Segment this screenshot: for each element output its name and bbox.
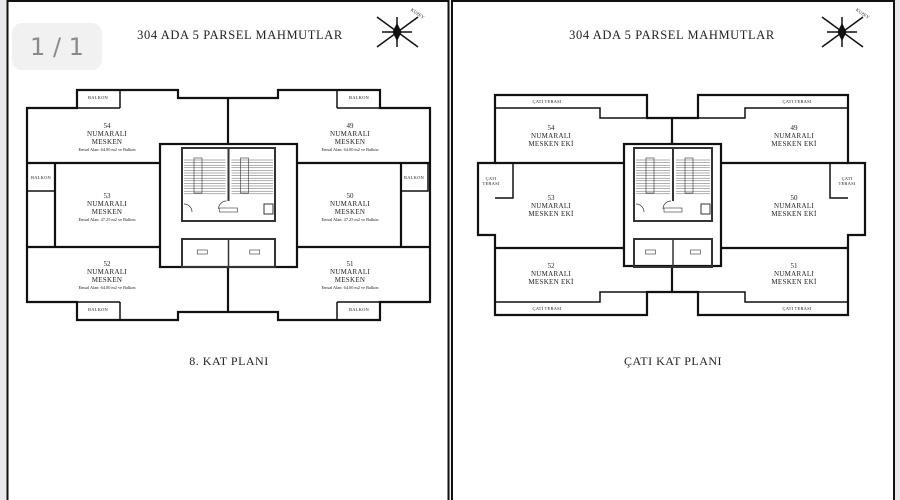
stair-core-line (645, 157, 655, 194)
viewer-background-left (0, 0, 7, 500)
page-divider (449, 0, 452, 500)
stair-core-line (700, 203, 711, 215)
unit-label: NUMARALI (773, 270, 815, 278)
stair-core-line (193, 157, 203, 194)
unit-label: NUMARALI (86, 130, 128, 138)
unit-label: NUMARALI (329, 130, 371, 138)
unit-area: Emsal Alan: 47.25 m2 ve Balkon (321, 217, 379, 222)
sheet-title: 304 ADA 5 PARSEL MAHMUTLAR (569, 28, 775, 42)
unit-number: 49 (790, 124, 798, 132)
stair-core-line (635, 203, 645, 213)
sheet-title: 304 ADA 5 PARSEL MAHMUTLAR (137, 28, 343, 42)
unit-label: MESKEN EKİ (771, 278, 817, 286)
stair-core-line (196, 249, 208, 255)
unit-label: NUMARALI (773, 202, 815, 210)
unit-label: NUMARALI (773, 132, 815, 140)
unit-number: 52 (103, 260, 111, 268)
roof-terrace-label: ÇATI TERASI (532, 306, 562, 311)
balcony-label: BALKON (88, 95, 108, 100)
stair-core-line (218, 200, 227, 210)
stair-core-line (240, 157, 249, 194)
unit-label: MESKEN (91, 208, 123, 216)
right-sheet-border (451, 0, 895, 500)
unit-area: Emsal Alan: 64.00 m2 ve Balkon (321, 147, 379, 152)
stair-core-line (219, 207, 238, 213)
unit-number: 52 (547, 262, 555, 270)
page-indicator: 1 / 1 (12, 23, 102, 70)
unit-label: NUMARALI (86, 268, 128, 276)
unit-label: NUMARALI (86, 200, 128, 208)
unit-number: 54 (103, 122, 111, 130)
north-arrow-icon-right (821, 16, 864, 48)
stair-core-line (645, 249, 656, 255)
roof-terrace-label: ÇATI TERASI (532, 99, 562, 104)
unit-label: MESKEN EKİ (528, 210, 574, 218)
unit-label: NUMARALI (530, 202, 572, 210)
unit-number: 50 (346, 192, 354, 200)
north-arrow-icon-left (376, 16, 419, 48)
roof-terrace-label: TERASI (838, 181, 856, 186)
unit-label: MESKEN (334, 138, 366, 146)
stair-core-line (249, 249, 261, 255)
roof-terrace-label: TERASI (482, 181, 500, 186)
unit-number: 51 (346, 260, 354, 268)
stair-core-line (662, 200, 672, 210)
unit-area: Emsal Alan: 64.00 m2 ve Balkon (78, 147, 136, 152)
unit-label: NUMARALI (530, 132, 572, 140)
unit-number: 54 (547, 124, 555, 132)
unit-area: Emsal Alan: 47.25 m2 ve Balkon (78, 217, 136, 222)
roof-terrace-label: ÇATI TERASI (782, 306, 812, 311)
kat-8-stair-core (181, 147, 276, 268)
plan-caption: 8. KAT PLANI (189, 354, 269, 368)
unit-area: Emsal Alan: 64.00 m2 ve Balkon (78, 285, 136, 290)
unit-label: MESKEN EKİ (528, 140, 574, 148)
unit-label: MESKEN (334, 208, 366, 216)
unit-label: NUMARALI (530, 270, 572, 278)
stair-core-line (663, 207, 683, 213)
unit-number: 51 (790, 262, 798, 270)
balcony-label: BALKON (31, 175, 51, 180)
viewer-background-right (894, 0, 900, 500)
balcony-label: BALKON (349, 307, 369, 312)
unit-number: 50 (790, 194, 798, 202)
balcony-label: BALKON (88, 307, 108, 312)
unit-number: 53 (103, 192, 111, 200)
balcony-label: BALKON (404, 175, 424, 180)
unit-label: NUMARALI (329, 200, 371, 208)
unit-label: NUMARALI (329, 268, 371, 276)
stair-core-line (684, 157, 694, 194)
stair-core-line (690, 249, 701, 255)
plan-caption: ÇATI KAT PLANI (623, 354, 723, 368)
cati-stair-core (633, 147, 713, 268)
unit-label: MESKEN (91, 138, 123, 146)
unit-label: MESKEN EKİ (771, 140, 817, 148)
roof-terrace-label: ÇATI (485, 176, 497, 181)
roof-terrace-label: ÇATI TERASI (782, 99, 812, 104)
unit-label: MESKEN EKİ (771, 210, 817, 218)
unit-number: 53 (547, 194, 555, 202)
kat-8-plan (25, 88, 432, 322)
unit-number: 49 (346, 122, 354, 130)
stair-core-line (263, 203, 274, 215)
left-sheet-border (6, 0, 450, 500)
unit-label: MESKEN EKİ (528, 278, 574, 286)
kat-8-outline (25, 88, 432, 322)
stair-core-line (183, 203, 193, 213)
balcony-label: BALKON (349, 95, 369, 100)
unit-area: Emsal Alan: 64.00 m2 ve Balkon (321, 285, 379, 290)
unit-label: MESKEN (334, 276, 366, 284)
unit-label: MESKEN (91, 276, 123, 284)
roof-terrace-label: ÇATI (841, 176, 853, 181)
cati-outline (476, 93, 867, 317)
